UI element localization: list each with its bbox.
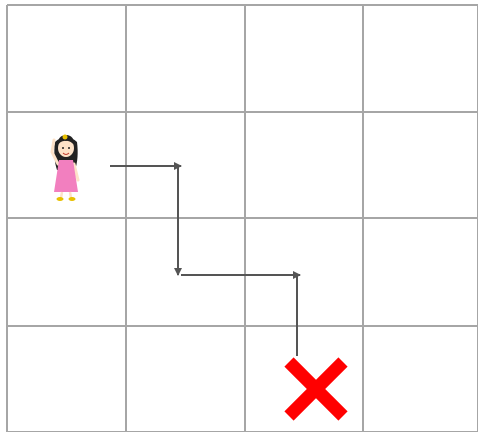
route-arrows xyxy=(110,166,300,356)
girl-character-icon xyxy=(52,135,78,202)
grid xyxy=(7,5,478,432)
red-x-icon xyxy=(289,362,343,416)
